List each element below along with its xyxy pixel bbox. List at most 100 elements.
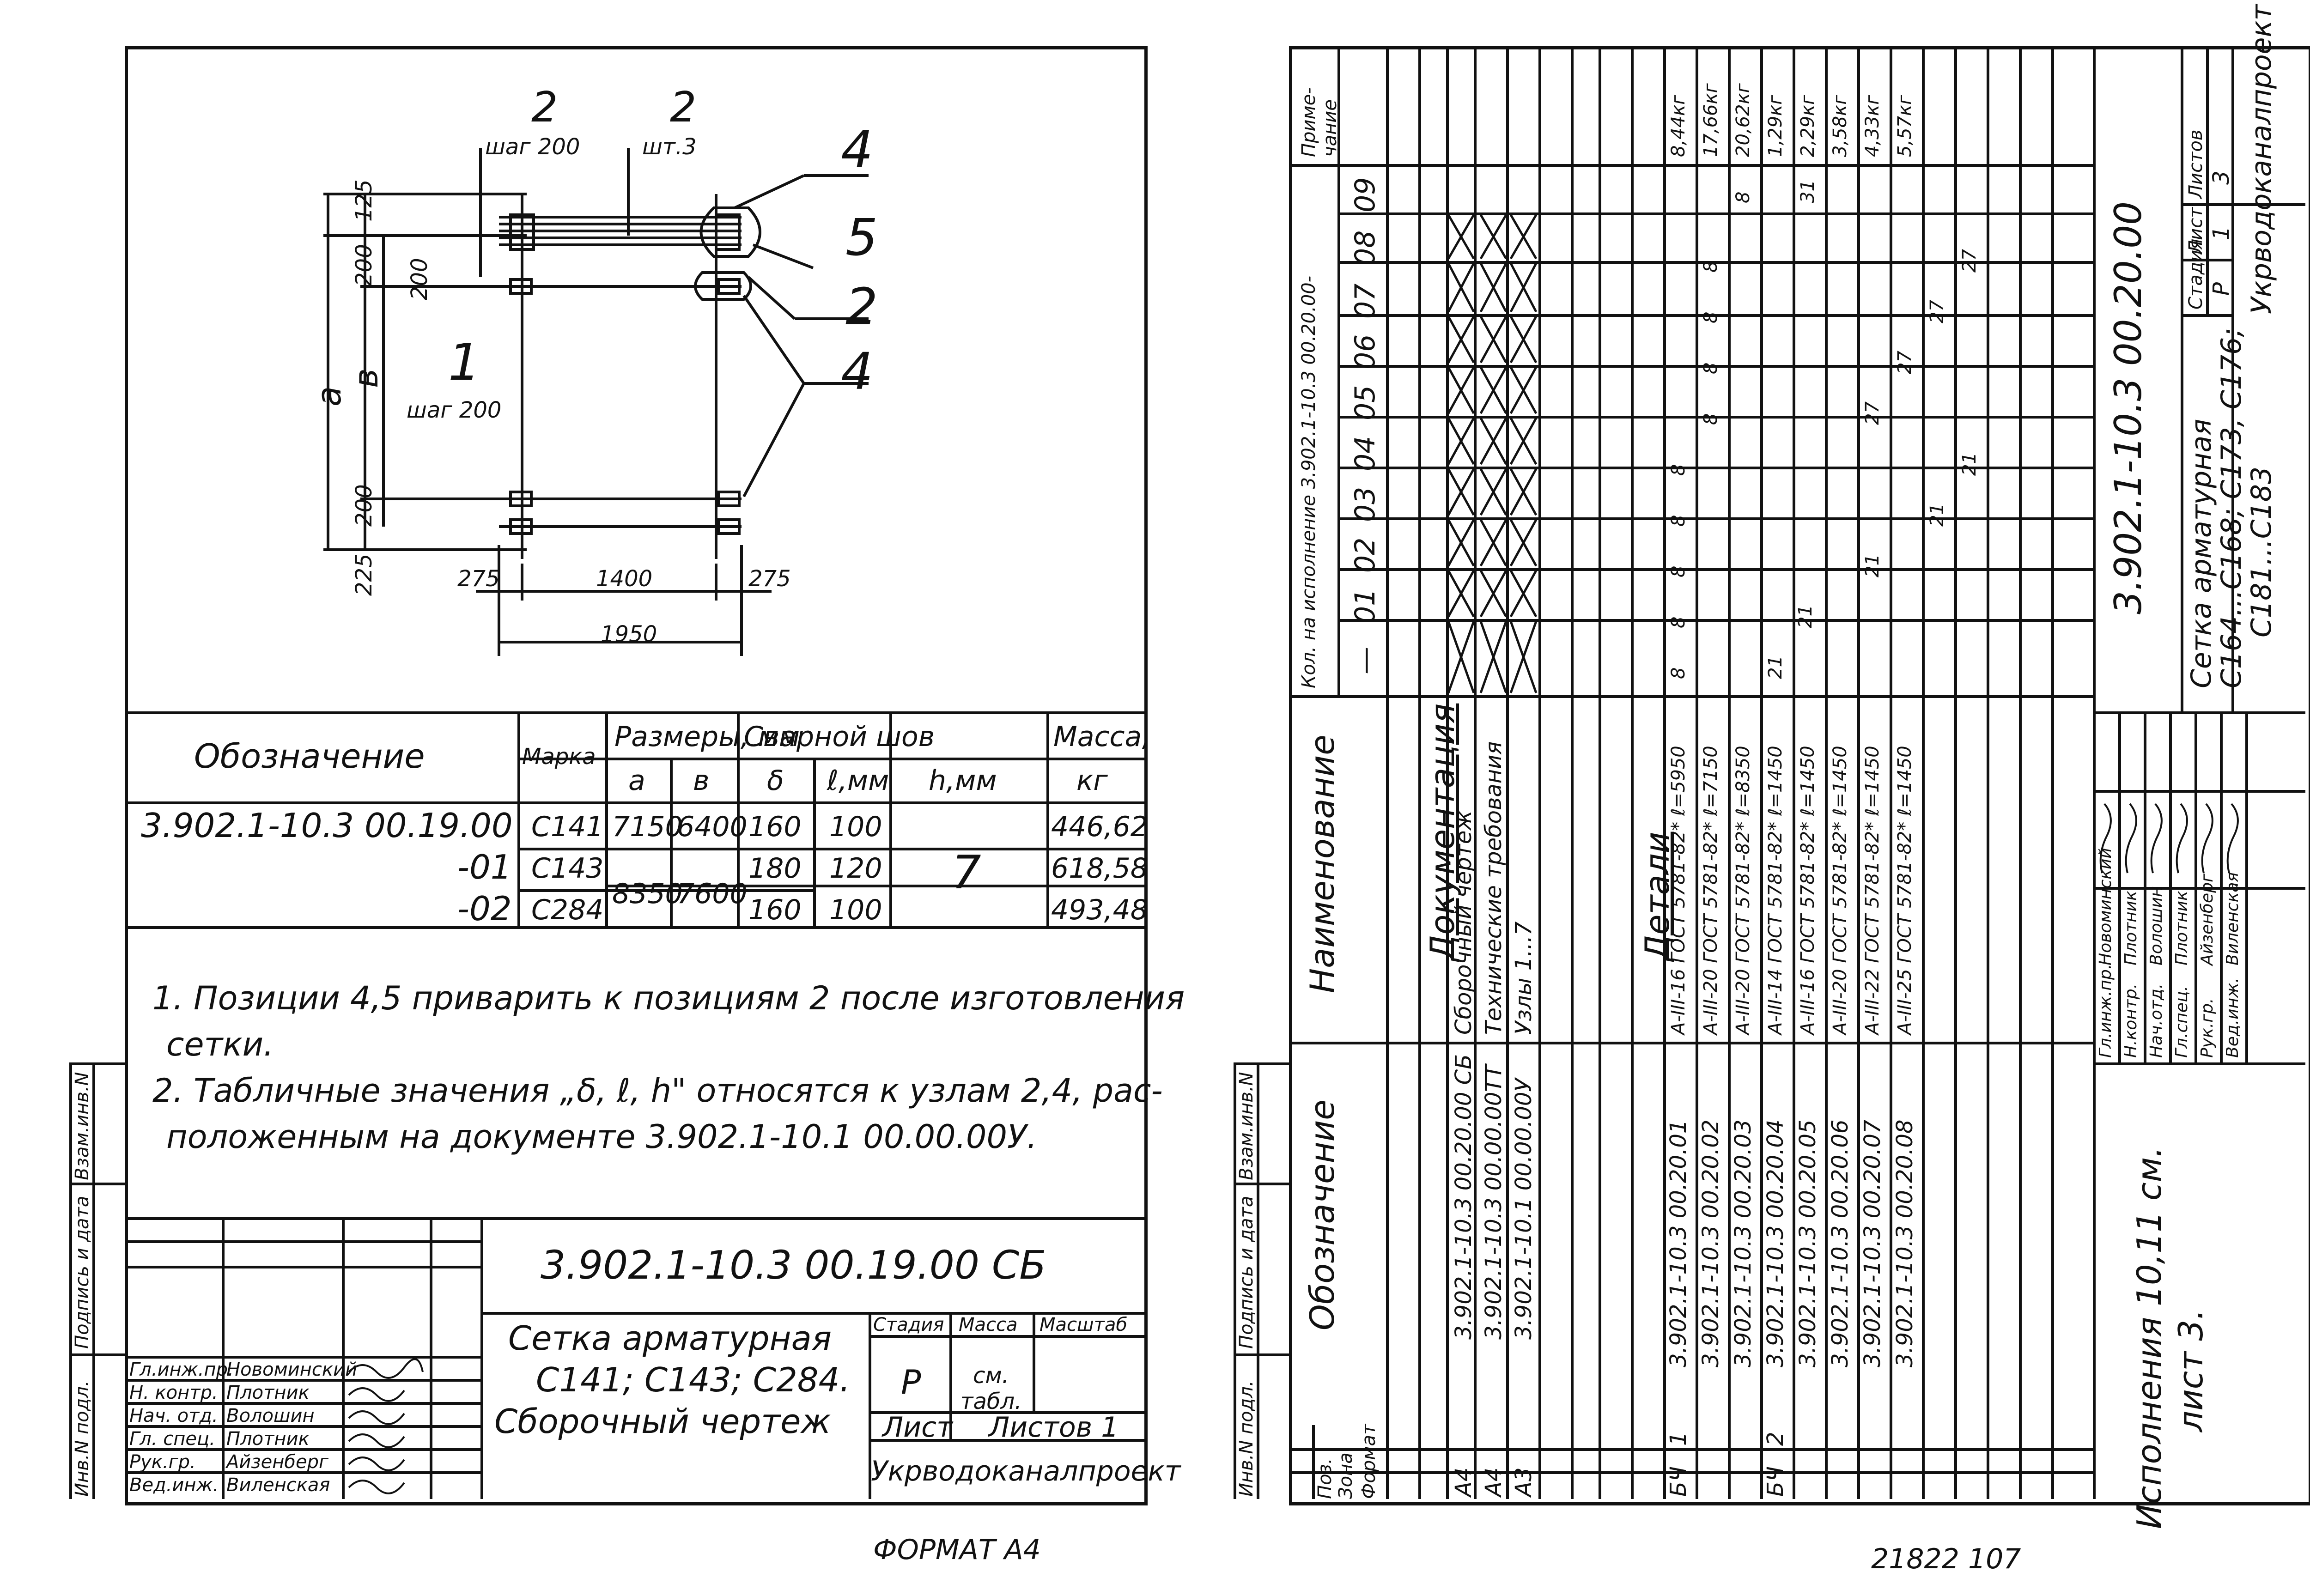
- detail-2-designation: 3.902.1-10.3 00.20.02: [1698, 1119, 1724, 1367]
- spec-row-2-delta: 180: [748, 852, 802, 885]
- spec-h-value: 7: [952, 845, 981, 899]
- right-name-4: Плотник: [2172, 891, 2191, 965]
- variants-note: Исполнения 10,11 см.: [2130, 1147, 2169, 1529]
- detail-1-qty-base: 8: [1668, 667, 1689, 679]
- detail-4-qty-base: 21: [1765, 655, 1786, 679]
- row-tech-designation: 3.902.1-10.3 00.00.00ТТ: [1481, 1064, 1507, 1340]
- spec-header-a: a: [628, 765, 645, 797]
- detail-2-qty-05: 8: [1700, 413, 1721, 425]
- dim-200-3: 200: [351, 484, 377, 527]
- right-name-6: Виленская: [2223, 872, 2242, 965]
- spec-col-note: Приме- чание: [1298, 87, 1341, 157]
- detail-1-qty-04: 8: [1668, 464, 1689, 476]
- row-tech-format: А4: [1481, 1467, 1507, 1497]
- variant-08: 08: [1349, 230, 1381, 266]
- left-role-2: Н. контр.: [129, 1382, 218, 1403]
- detail-2-name: А-III-20 ГОСТ 5781-82* ℓ=7150: [1700, 746, 1721, 1035]
- left-role-6: Вед.инж.: [129, 1475, 219, 1496]
- row-nodes-format: А3: [1511, 1467, 1537, 1497]
- label-pos1: 1: [448, 333, 480, 392]
- left-sheet-frame: [125, 46, 1148, 1505]
- dim-label-a: a: [310, 386, 348, 407]
- spec-row-2-designation: -01: [457, 848, 512, 886]
- left-title-line-1: Сетка арматурная: [508, 1319, 832, 1358]
- right-name-5: Айзенберг: [2198, 874, 2217, 965]
- detail-2-qty-08: 8: [1700, 261, 1721, 273]
- left-name-2: Плотник: [226, 1382, 310, 1403]
- spec-row-2-l: 120: [829, 852, 882, 885]
- detail-8-designation: 3.902.1-10.3 00.20.08: [1892, 1119, 1918, 1367]
- detail-1-qty-01: 8: [1668, 616, 1689, 628]
- detail-6-qty-06: 27: [1894, 351, 1915, 374]
- spec-col-designation: Обозначение: [1303, 1099, 1342, 1330]
- right-side-label-inv: Инв.N подл.: [1236, 1380, 1257, 1497]
- label-pos2-step: 2: [531, 83, 558, 132]
- detail-5-note: 2,29кг: [1797, 95, 1818, 157]
- spec-header-h: h,мм: [929, 765, 997, 797]
- right-role-2: Н.контр.: [2122, 983, 2140, 1058]
- left-stage-header: Стадия: [873, 1314, 944, 1335]
- spec-header-mass: Масса,: [1053, 721, 1151, 753]
- detail-3-designation: 3.902.1-10.3 00.20.03: [1730, 1119, 1756, 1367]
- left-name-4: Плотник: [226, 1428, 310, 1450]
- spec-row-2-mass: 618,58: [1051, 852, 1148, 885]
- row-assembly-designation: 3.902.1-10.3 00.20.00 СБ: [1451, 1054, 1477, 1340]
- left-mass-header: Масса: [959, 1314, 1018, 1335]
- detail-5-name: А-III-16 ГОСТ 5781-82* ℓ=1450: [1797, 746, 1818, 1035]
- left-role-5: Рук.гр.: [129, 1451, 196, 1473]
- label-pos2-qty: 2: [670, 83, 697, 132]
- spec-row-1-delta: 160: [748, 811, 802, 843]
- detail-2-note: 17,66кг: [1700, 83, 1721, 157]
- detail-8-note: 5,57кг: [1894, 95, 1915, 157]
- spec-col-name: Наименование: [1303, 734, 1342, 993]
- dim-1400: 1400: [596, 566, 653, 592]
- detail-2-qty-07: 8: [1700, 311, 1721, 323]
- detail-6-name: А-III-20 ГОСТ 5781-82* ℓ=1450: [1830, 746, 1851, 1035]
- note-1-cont: сетки.: [166, 1026, 274, 1063]
- right-role-5: Рук.гр.: [2198, 998, 2217, 1058]
- right-role-1: Гл.инж.пр.: [2096, 964, 2115, 1058]
- spec-header-designation: Обозначение: [194, 737, 425, 776]
- label-pos2: 2: [845, 277, 878, 336]
- dim-1950: 1950: [601, 621, 657, 647]
- note-2: 2. Табличные значения „δ, ℓ, h" относятс…: [152, 1072, 1163, 1110]
- variant-07: 07: [1349, 283, 1381, 319]
- variant-02: 02: [1349, 537, 1381, 573]
- variant-01: 01: [1349, 588, 1381, 624]
- detail-1-designation: 3.902.1-10.3 00.20.01: [1666, 1119, 1691, 1367]
- right-doc-code: 3.902.1-10.3 00.20.00: [2107, 201, 2150, 614]
- row-nodes-designation: 3.902.1-10.1 00.00.00У: [1511, 1078, 1537, 1340]
- left-role-1: Гл.инж.пр.: [129, 1359, 234, 1380]
- detail-1-name: А-III-16 ГОСТ 5781-82* ℓ=5950: [1668, 746, 1689, 1035]
- detail-3-name: А-III-20 ГОСТ 5781-82* ℓ=8350: [1732, 746, 1754, 1035]
- spec-row-3-delta: 160: [748, 894, 802, 926]
- detail-7-designation: 3.902.1-10.3 00.20.07: [1860, 1119, 1885, 1367]
- right-title-line-1: Сетка арматурная: [2185, 419, 2218, 688]
- detail-1-qty-03: 8: [1668, 515, 1689, 527]
- documentation-x-marks-2: [1447, 214, 1538, 465]
- spec-row-1-mass: 446,62: [1051, 811, 1148, 843]
- spec-header-b: в: [693, 765, 710, 797]
- detail-3-note: 20,62кг: [1732, 83, 1754, 157]
- label-qty3: шт.3: [642, 134, 697, 160]
- left-sheets-header: Листов 1: [989, 1411, 1119, 1444]
- right-side-label-sign: Подпись и дата: [1236, 1195, 1257, 1349]
- detail-4-format: БЧ: [1763, 1466, 1788, 1497]
- variant-09: 09: [1349, 177, 1381, 212]
- left-stage-value: Р: [901, 1363, 921, 1402]
- row-assembly-format: А4: [1451, 1467, 1477, 1497]
- spec-row-1-l: 100: [829, 811, 882, 843]
- spec-row-3-designation: -02: [457, 889, 512, 928]
- right-org: Укрводоканалпроект: [2245, 4, 2278, 314]
- detail-2-qty-06: 8: [1700, 362, 1721, 374]
- label-pos4-bottom: 4: [841, 342, 873, 401]
- spec-row-1-mark: С141: [531, 811, 604, 843]
- left-title-line-2: С141; С143; С284.: [536, 1360, 851, 1399]
- right-title-line-3: С181...С183: [2245, 466, 2278, 637]
- spec-row-1-designation: 3.902.1-10.3 00.19.00: [141, 806, 513, 845]
- spec-col-zone: Зона: [1335, 1452, 1356, 1499]
- spec-row-3-mass: 493,48: [1051, 894, 1148, 926]
- side-label-sign: Подпись и дата: [72, 1195, 93, 1349]
- detail-7-note: 4,33кг: [1862, 95, 1883, 157]
